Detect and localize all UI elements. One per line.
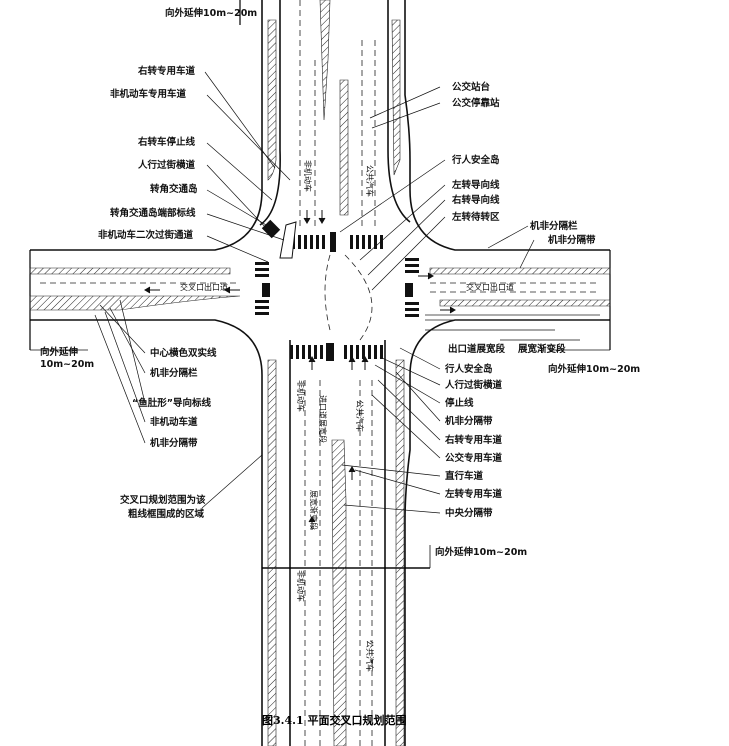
label-bus-only-b: 公交专用车道	[445, 452, 503, 464]
road-outlines	[30, 0, 610, 746]
label-corner-island: 转角交通岛	[150, 183, 198, 195]
label-bus-vert-top: 公共汽车	[365, 165, 375, 197]
crosswalks	[255, 219, 419, 359]
label-bottom-extension: 向外延伸10m~20m	[435, 546, 527, 558]
label-right-turn-lane: 右转专用车道	[137, 65, 196, 77]
label-exit-road-west: 交叉口出口道	[180, 282, 228, 292]
label-right-turn-stop-line: 右转车停止线	[137, 136, 196, 148]
label-central-median: 中央分隔带	[445, 507, 493, 519]
label-bus-vert-bottom: 公共汽车	[365, 640, 375, 672]
label-mn-belt-b: 机非分隔带	[445, 415, 493, 427]
label-bus-vert-mid: 公共汽车	[355, 400, 365, 432]
label-center-double-yellow: 中心横色双实线	[150, 347, 217, 359]
label-left-guide: 左转导向线	[451, 179, 500, 191]
label-mn-fence-left: 机非分隔栏	[150, 367, 198, 379]
label-entry-widen: 进口道展宽段	[318, 395, 328, 443]
label-right-extension: 向外延伸10m~20m	[548, 363, 640, 375]
labels-left: 向外延伸10m~20m 右转专用车道 非机动车专用车道 右转车停止线 人行过街横…	[40, 7, 257, 520]
label-right-only-b: 右转专用车道	[444, 434, 503, 446]
label-corner-island-end: 转角交通岛端部标线	[110, 207, 196, 219]
label-mn-belt-right: 机非分隔带	[548, 234, 596, 246]
label-right-guide: 右转导向线	[451, 194, 500, 206]
label-nonmotor-road: 非机动车道	[150, 416, 198, 428]
label-crosswalk-left: 人行过街横道	[138, 159, 196, 171]
label-scope-2: 粗线框围成的区域	[128, 508, 205, 520]
label-top-extension: 向外延伸10m~20m	[165, 7, 257, 19]
label-nonmotor-vert-bottom: 非机动车	[296, 570, 306, 602]
label-ped-island-top: 行人安全岛	[451, 154, 500, 166]
lane-lines	[40, 0, 600, 746]
lane-arrows	[144, 210, 456, 530]
medians	[29, 0, 611, 746]
label-left-extension-2: 10m~20m	[40, 359, 94, 370]
label-nonmotor-secondary: 非机动车二次过街通道	[98, 229, 194, 241]
label-through-lane: 直行车道	[445, 470, 484, 482]
labels-right: 公交站台 公交停靠站 行人安全岛 左转导向线 右转导向线 左转待转区 机非分隔栏…	[435, 81, 640, 558]
label-exit-widen: 出口道展宽段	[448, 343, 506, 355]
in-road-labels: 交叉口出口道 交叉口出口道 进口道展宽段 展宽渐变段 公共汽车 公共汽车 公共汽…	[180, 160, 514, 672]
leader-lines	[94, 71, 535, 514]
label-left-extension-1: 向外延伸	[40, 346, 79, 358]
stop-bars	[262, 221, 413, 361]
label-left-wait: 左转待转区	[451, 211, 500, 223]
label-nonmotor-vert-mid: 非机动车	[296, 380, 306, 412]
label-taper-vertical: 展宽渐变段	[309, 490, 319, 530]
label-bus-platform: 公交站台	[452, 81, 491, 93]
label-left-only-b: 左转专用车道	[444, 488, 503, 500]
label-widen-taper: 展宽渐变段	[518, 343, 566, 355]
label-ped-island-bottom: 行人安全岛	[444, 363, 493, 375]
label-bus-bay: 公交停靠站	[452, 97, 500, 109]
label-stop-line: 停止线	[445, 397, 474, 409]
dimension-lines	[30, 329, 610, 568]
label-scope-1: 交叉口规划范围为该	[120, 494, 206, 506]
label-mn-fence-right: 机非分隔栏	[530, 220, 578, 232]
label-mn-belt-left: 机非分隔带	[150, 437, 198, 449]
label-nonmotor-lane: 非机动车专用车道	[110, 88, 187, 100]
label-exit-road-east: 交叉口出口道	[466, 282, 514, 292]
label-nonmotor-vert-top: 非机动车	[303, 160, 313, 192]
figure-caption: 图3.4.1 平面交叉口规划范围	[262, 713, 406, 727]
label-crosswalk-right: 人行过街横道	[445, 379, 503, 391]
label-fishbelly: “鱼肚形”导向标线	[132, 397, 211, 409]
